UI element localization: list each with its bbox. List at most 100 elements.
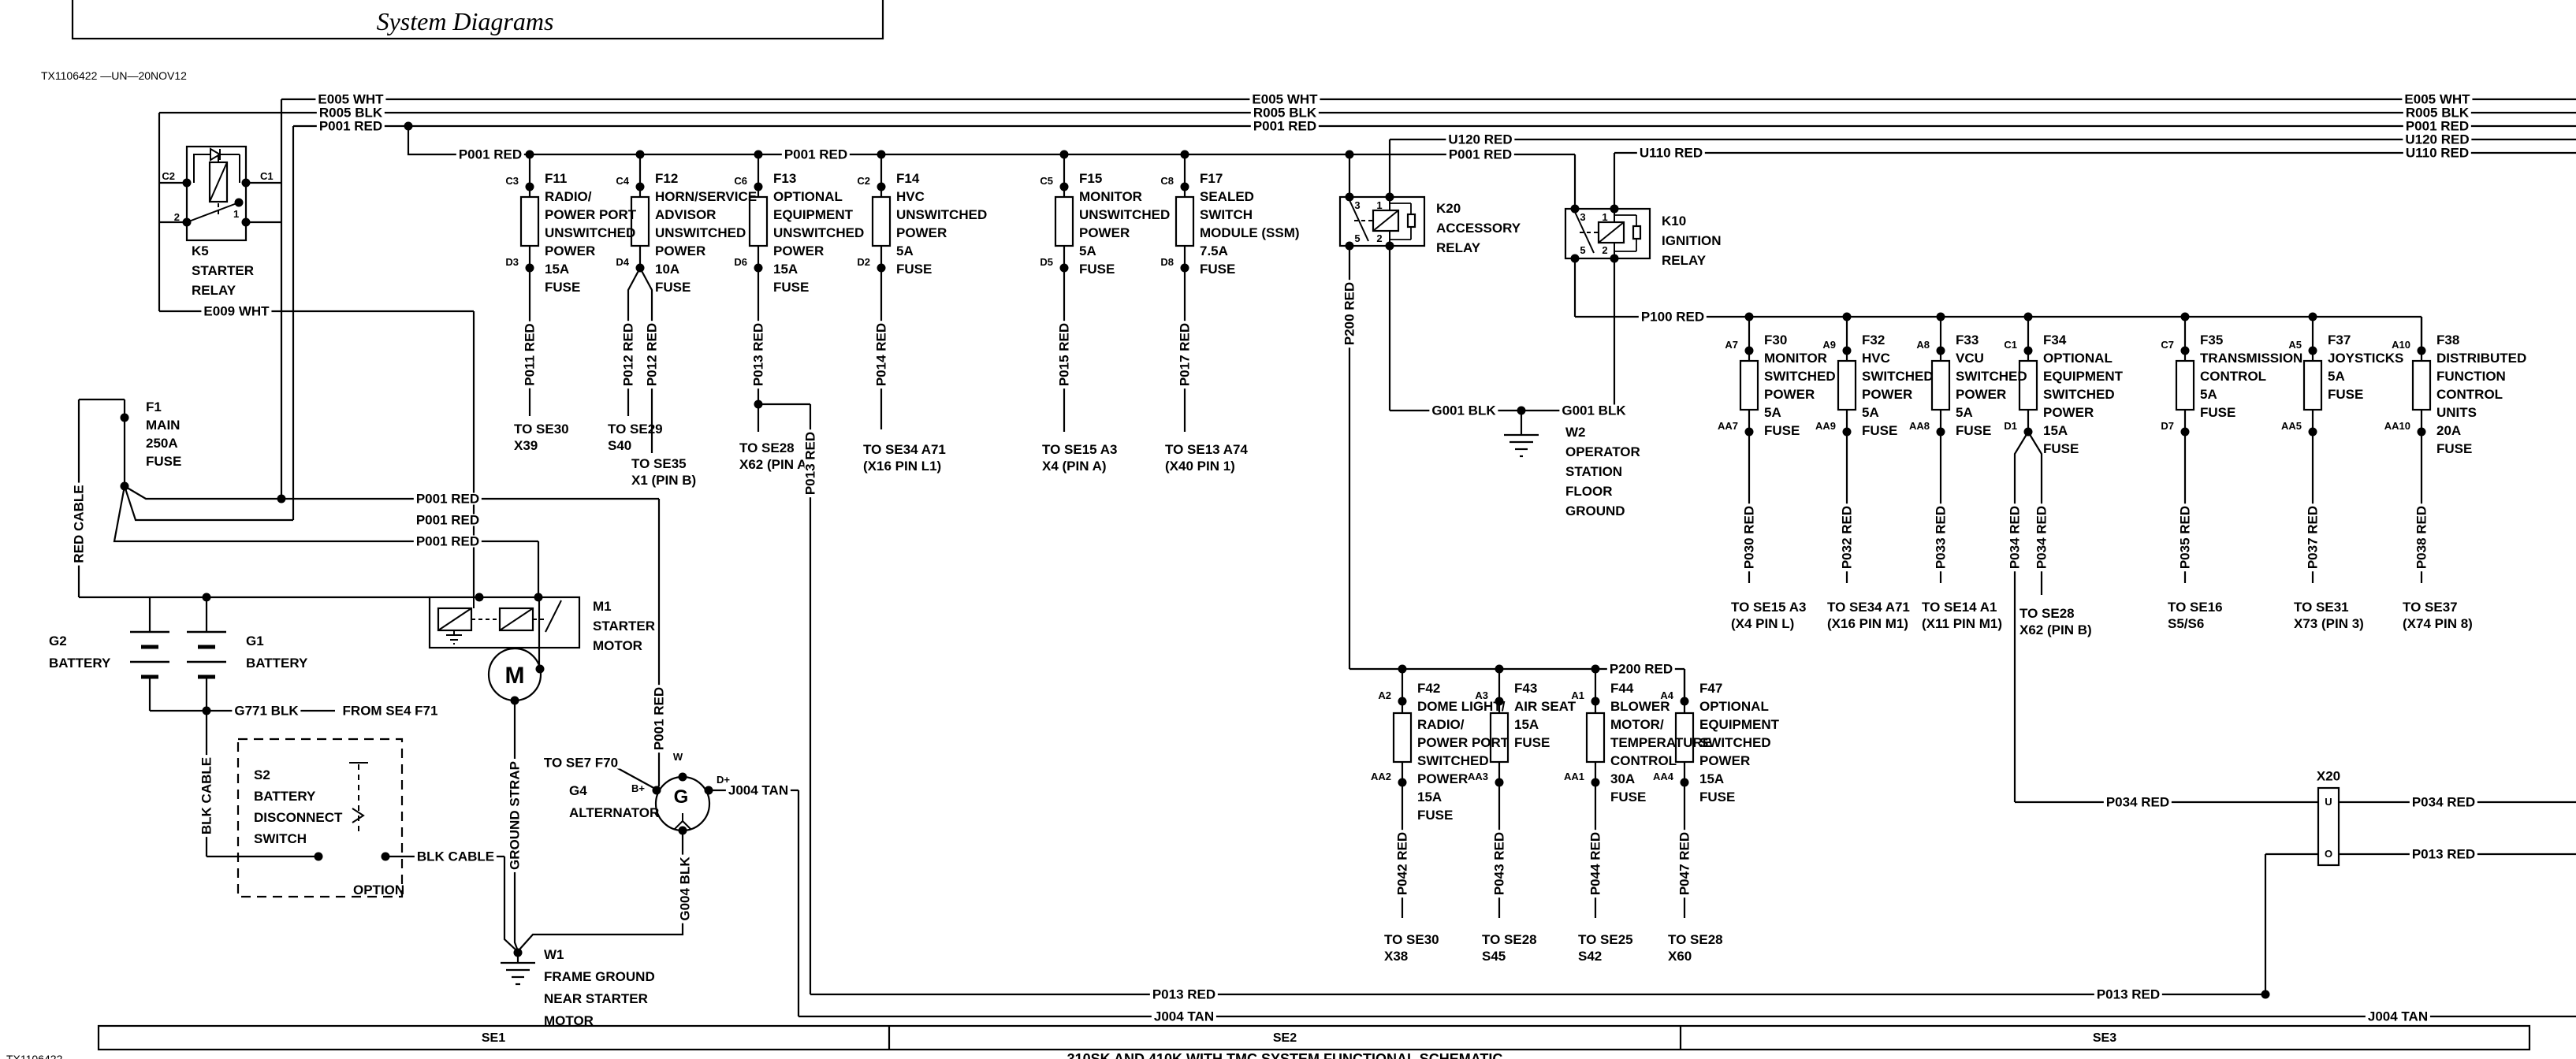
- fuse-pin-label: AA1: [1563, 771, 1584, 782]
- wire-label: P013 RED: [803, 429, 818, 498]
- fuse-desc-F47-line: 15A: [1699, 771, 1725, 786]
- footer-caption: 310SK AND 410K WITH TMC SYSTEM FUNCTIONA…: [1067, 1051, 1503, 1059]
- fuse-symbol-F38: [2411, 359, 2432, 411]
- fuse-to-F32-line: (X16 PIN M1): [1827, 616, 1908, 631]
- footer-section-se3: SE3: [2092, 1031, 2117, 1045]
- header-box: [71, 0, 884, 40]
- wire-label: P001 RED: [456, 148, 525, 162]
- relay-pin-label: 5: [1354, 232, 1361, 244]
- fuse-desc-F47-line: POWER: [1699, 753, 1751, 768]
- fuse-desc-F30-line: F30: [1764, 333, 1788, 347]
- fuse-symbol-F13: [748, 195, 769, 247]
- fuse-desc-F42-line: 15A: [1417, 790, 1442, 804]
- fuse-symbol-F11: [519, 195, 540, 247]
- wire-name-label: P038 RED: [2414, 503, 2429, 572]
- junction-dot: [1570, 204, 1580, 214]
- fuse-desc-F32-line: SWITCHED: [1862, 369, 1934, 384]
- wire-label: P001 RED: [1446, 148, 1515, 162]
- k10-resistor: [1632, 225, 1642, 240]
- wire-label: U110 RED: [1636, 147, 1706, 160]
- fuse-desc-F32-line: F32: [1862, 333, 1885, 347]
- fuse-desc-F15-line: F15: [1079, 171, 1103, 186]
- wire-label: J004 TAN: [725, 784, 791, 797]
- fuse-pin: [877, 182, 886, 191]
- fuse-desc-F32-line: FUSE: [1862, 423, 1898, 438]
- fuse-desc-F34-line: FUSE: [2043, 441, 2079, 456]
- wire-label: U110 RED: [2403, 147, 2472, 160]
- relay-name-K20-line: K20: [1436, 201, 1461, 216]
- w1-label-line: FRAME GROUND: [544, 969, 655, 984]
- fuse-to-F17: TO SE13 A74(X40 PIN 1): [1165, 441, 1248, 474]
- m1-coil: [498, 607, 534, 632]
- fuse-desc-F14-line: HVC: [896, 189, 925, 204]
- wire-label: P001 RED: [2403, 120, 2472, 133]
- wire: [2013, 431, 2029, 802]
- fuse-symbol-F35: [2175, 359, 2195, 411]
- fuse-pin-label: D6: [734, 256, 747, 268]
- fuse-pin-label: A1: [1571, 689, 1584, 701]
- bus-junction: [1398, 664, 1407, 674]
- fuse-desc-F13-line: F13: [773, 171, 797, 186]
- fuse-desc-F35-line: CONTROL: [2200, 369, 2267, 384]
- fuse-pin-label: A7: [1725, 339, 1738, 351]
- relay-pin-label: 1: [233, 208, 240, 220]
- relay-name-K5-line: K5: [192, 243, 209, 258]
- fuse-pin-label: AA8: [1908, 420, 1930, 432]
- fuse-desc-F11-line: RADIO/: [545, 189, 592, 204]
- wire-name-label: P012 RED: [621, 320, 636, 389]
- junction-dot: [652, 786, 661, 795]
- fuse-desc-F38-line: F38: [2436, 333, 2460, 347]
- wire: [113, 485, 538, 543]
- relay-pin-label: 1: [1602, 211, 1608, 223]
- bus-junction: [1059, 150, 1069, 159]
- fuse-desc-F14-line: 5A: [896, 243, 914, 258]
- g4-generator-symbol: G: [673, 786, 689, 808]
- fuse-symbol-F42: [1392, 712, 1413, 764]
- fuse-to-F13-line: TO SE28: [739, 440, 795, 455]
- wire-name-label: P035 RED: [2178, 503, 2193, 572]
- s2-label-line: DISCONNECT: [254, 810, 343, 825]
- fuse-to-F37-line: TO SE31: [2294, 600, 2349, 615]
- fuse-desc-F37-line: 5A: [2328, 369, 2345, 384]
- wire-label: P200 RED: [1606, 663, 1676, 676]
- fuse-desc-F38-line: FUSE: [2436, 441, 2473, 456]
- fuse-symbol-F33: [1930, 359, 1951, 411]
- fuse-to-F11-line: TO SE30: [514, 422, 569, 437]
- bus-junction: [1495, 664, 1504, 674]
- fuse-desc-F35-line: TRANSMISSION: [2200, 351, 2303, 366]
- fuse-desc-F30-line: SWITCHED: [1764, 369, 1836, 384]
- fuse-pin-label: C3: [505, 175, 519, 187]
- fuse-symbol-F37: [2302, 359, 2323, 411]
- fuse-desc-F33-line: 5A: [1956, 405, 1973, 420]
- wire-label: P013 RED: [1149, 988, 1219, 1001]
- fuse-symbol-F17: [1174, 195, 1195, 247]
- bus-junction: [1744, 312, 1754, 321]
- fuse-symbol-F12: [630, 195, 650, 247]
- wire-label: P001 RED: [781, 148, 851, 162]
- fuse-desc-F15-line: MONITOR: [1079, 189, 1142, 204]
- relay-pin-label: 2: [173, 211, 180, 223]
- fuse-desc-F12-line: F12: [655, 171, 679, 186]
- junction-dot: [2261, 990, 2270, 999]
- k10-blade: [1574, 211, 1595, 254]
- k5-diode: [210, 147, 221, 162]
- wire: [124, 485, 659, 500]
- m1-blade: [545, 600, 562, 633]
- relay-name-K10-line: IGNITION: [1662, 233, 1722, 248]
- fuse-desc-F11-line: UNSWITCHED: [545, 225, 636, 240]
- fuse-desc-F34-line: SWITCHED: [2043, 387, 2115, 402]
- wire-label: R005 BLK: [2403, 106, 2472, 120]
- junction-dot: [1385, 241, 1394, 251]
- wire-label: E005 WHT: [315, 93, 386, 106]
- fuse-desc-F43-line: FUSE: [1514, 735, 1550, 750]
- fuse-desc-F13-line: 15A: [773, 262, 798, 277]
- fuse-desc-F42-line: DOME LIGHT/: [1417, 699, 1506, 714]
